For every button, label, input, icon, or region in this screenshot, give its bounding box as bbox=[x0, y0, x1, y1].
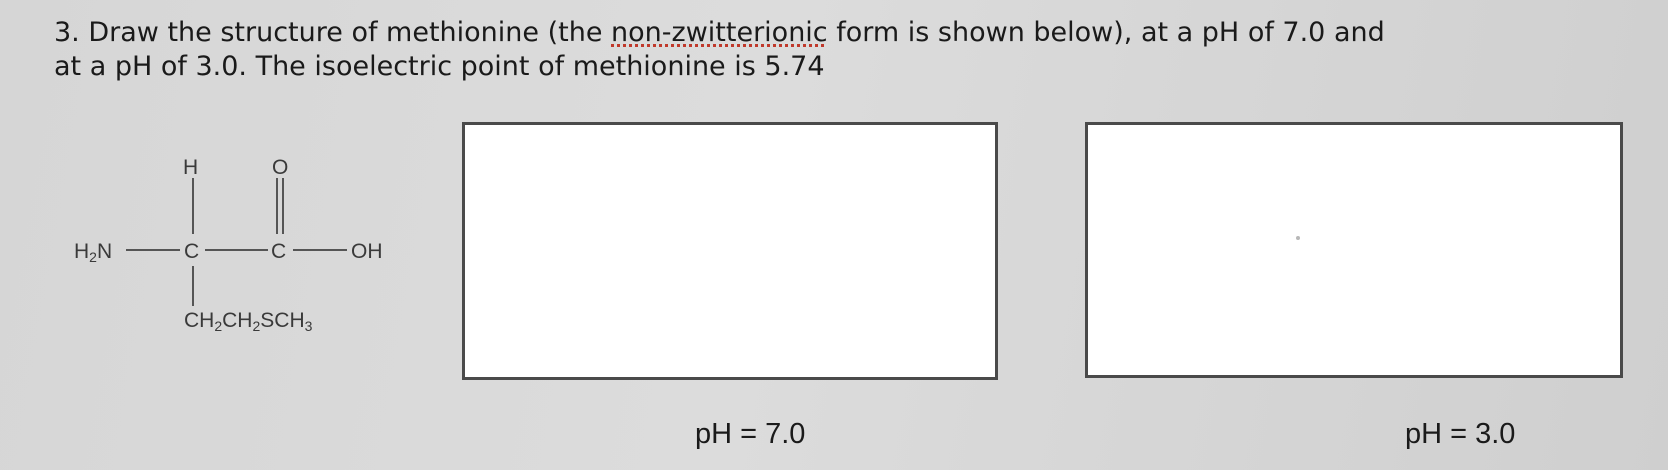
question-part-2: form is shown below), at a pH of 7.0 and bbox=[827, 17, 1385, 48]
question-line-1: 3. Draw the structure of methionine (the… bbox=[54, 16, 1554, 50]
answer-box-ph3[interactable] bbox=[1085, 122, 1623, 378]
question-part-1: 3. Draw the structure of methionine (the bbox=[54, 17, 612, 48]
ph7-label: pH = 7.0 bbox=[695, 418, 806, 450]
atom-h-top: H bbox=[183, 156, 198, 179]
ph3-label: pH = 3.0 bbox=[1405, 418, 1516, 450]
methionine-structure: H O H2N C C OH CH2CH2SCH3 bbox=[74, 156, 383, 334]
atom-c-alpha: C bbox=[184, 240, 199, 263]
spellcheck-word[interactable]: non-zwitterionic bbox=[611, 17, 828, 48]
amino-h: H bbox=[74, 240, 89, 263]
question-text: 3. Draw the structure of methionine (the… bbox=[54, 16, 1554, 84]
amino-sub: 2 bbox=[89, 249, 97, 265]
amino-n: N bbox=[97, 240, 112, 263]
atom-o-top: O bbox=[272, 156, 288, 179]
answer-box-ph7[interactable] bbox=[462, 122, 998, 380]
question-line-2: at a pH of 3.0. The isoelectric point of… bbox=[54, 51, 825, 82]
stray-mark bbox=[1296, 236, 1300, 240]
hydroxyl-group: OH bbox=[351, 240, 383, 263]
atom-c-carbonyl: C bbox=[271, 240, 286, 263]
amino-group: H2N bbox=[74, 240, 112, 265]
side-chain: CH2CH2SCH3 bbox=[184, 309, 313, 334]
